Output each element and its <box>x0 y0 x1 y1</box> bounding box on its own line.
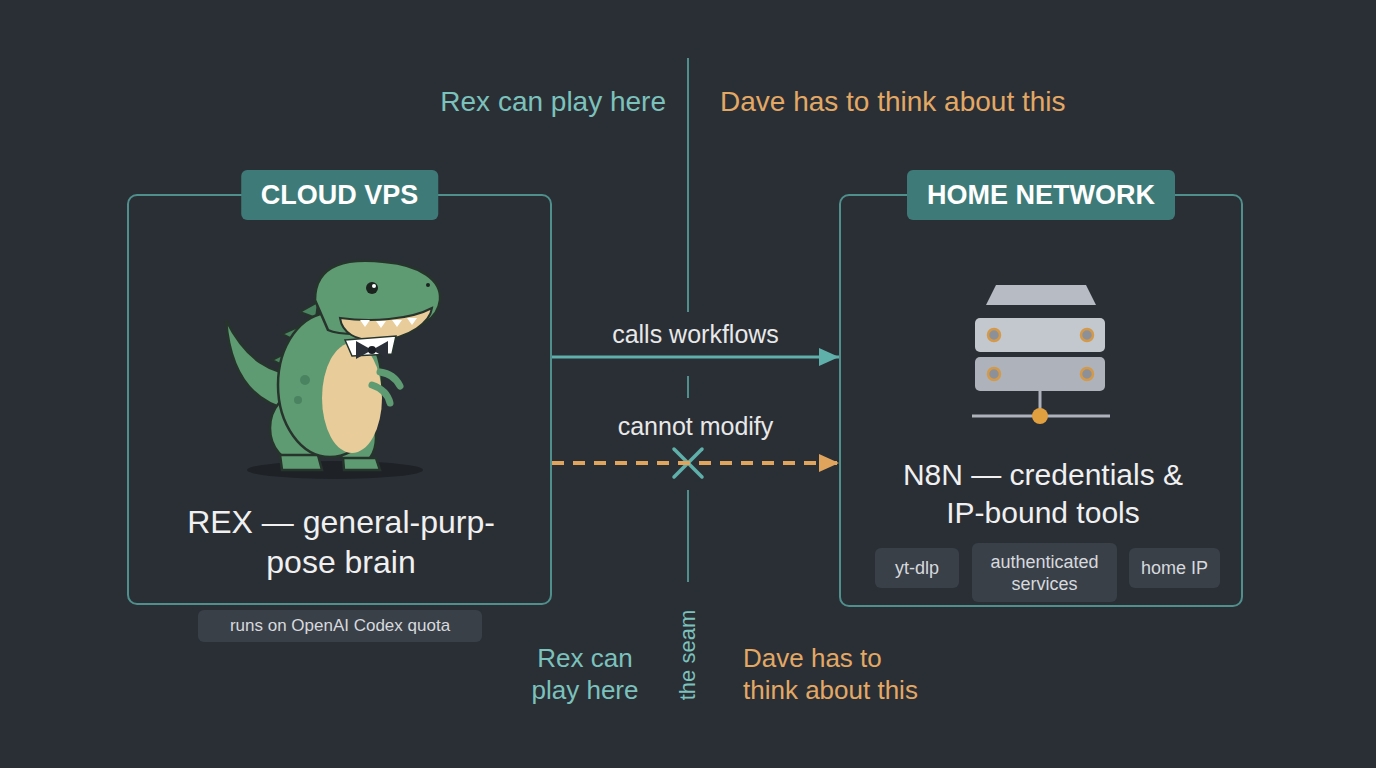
seam-label: the seam <box>675 610 701 701</box>
node-description: REX — general-purp- pose brain <box>176 502 506 582</box>
dino-spot <box>294 396 302 404</box>
connector-group <box>552 357 839 463</box>
dino-nostril <box>426 283 430 287</box>
dino-teeth <box>360 318 417 328</box>
server-cap <box>986 285 1096 305</box>
tool-chip: yt-dlp <box>875 548 959 588</box>
quota-chip: runs on OpenAI Codex quota <box>198 610 482 642</box>
tool-name: authenticated services <box>972 551 1117 595</box>
quota-note: runs on OpenAI Codex quota <box>230 616 450 636</box>
dino-arm <box>372 385 390 403</box>
seam-line <box>687 58 689 312</box>
call-arrow <box>552 356 839 359</box>
server-led <box>1081 368 1093 380</box>
dino-spot <box>300 375 310 385</box>
server-led <box>1081 329 1093 341</box>
dino-arm <box>380 372 400 386</box>
dino-jaw <box>340 308 432 340</box>
network-point <box>1032 408 1048 424</box>
seam-line <box>687 376 689 398</box>
dino-belly <box>322 343 382 453</box>
node-description: N8N — credentials & IP-bound tools <box>898 456 1188 532</box>
tool-name: yt-dlp <box>895 557 939 579</box>
dino-eye-glint <box>372 284 376 288</box>
cloud-vps-box: CLOUD VPSREX — general-purp- pose brain <box>127 194 552 605</box>
server-stem <box>1039 391 1042 410</box>
edge-label: cannot modify <box>618 412 774 441</box>
seam-line <box>687 490 689 582</box>
home-network-box: HOME NETWORKN8N — credentials & IP-bound… <box>839 194 1243 607</box>
cross-mark <box>674 449 702 477</box>
tool-name: home IP <box>1141 557 1208 579</box>
zone-caption: Dave has to think about this <box>743 642 943 706</box>
zone-caption: Rex can play here <box>520 642 650 706</box>
zone-heading: HOME NETWORK <box>907 170 1175 220</box>
edge-label: calls workflows <box>612 320 779 349</box>
server-unit <box>975 318 1105 352</box>
server-led <box>988 329 1000 341</box>
dino-foot <box>280 455 322 470</box>
blocked-arrow <box>552 461 839 465</box>
server-unit <box>975 357 1105 391</box>
cross-mark <box>674 449 702 477</box>
server-led <box>988 368 1000 380</box>
tool-chip: authenticated services <box>972 543 1117 602</box>
tool-chip: home IP <box>1129 548 1220 588</box>
dino-foot <box>343 458 380 470</box>
bow-tie-knot <box>368 346 376 354</box>
dino-collar <box>345 336 396 356</box>
dino-shadow <box>247 461 423 479</box>
zone-heading: CLOUD VPS <box>241 170 439 220</box>
zone-caption: Rex can play here <box>266 84 666 120</box>
zone-caption: Dave has to think about this <box>720 84 1200 120</box>
dino-eye <box>366 282 378 294</box>
